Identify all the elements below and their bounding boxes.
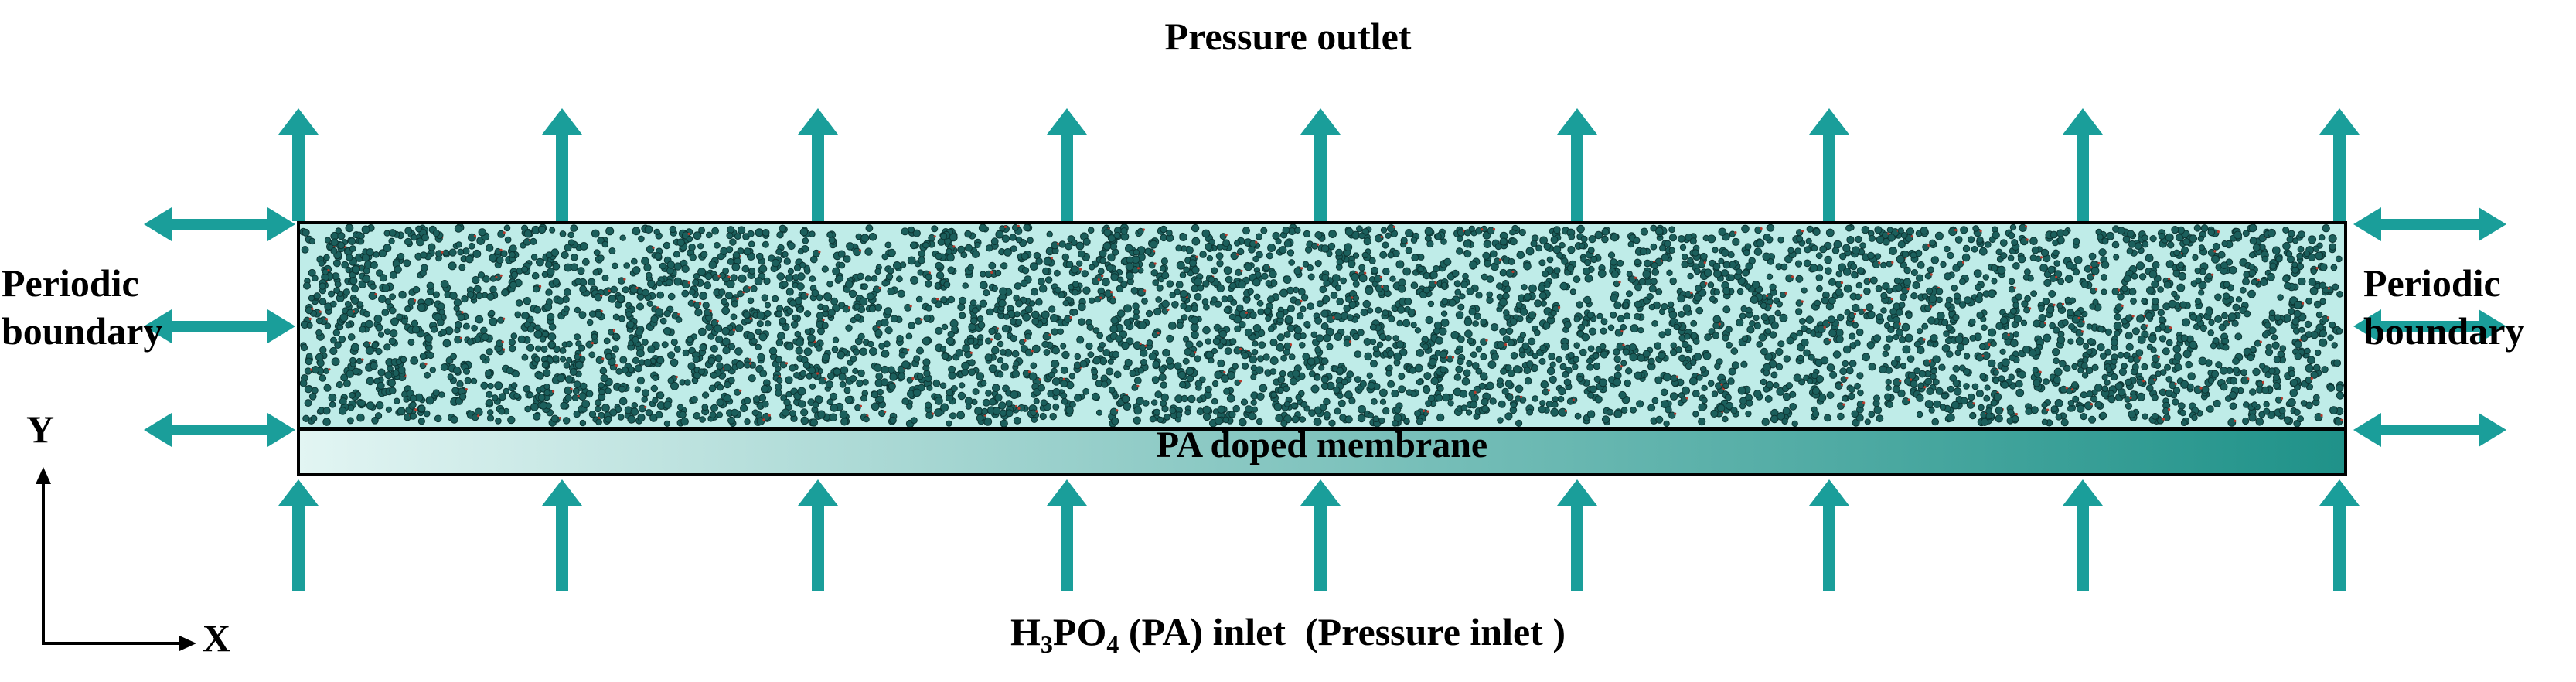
arrow-up-icon <box>2063 479 2103 591</box>
arrow-up-icon <box>798 108 838 221</box>
membrane-label: PA doped membrane <box>1156 425 1488 465</box>
arrow-up-icon <box>1557 479 1597 591</box>
outlet-arrows <box>278 108 2360 221</box>
arrow-up-icon <box>2319 479 2360 591</box>
arrow-up-icon <box>1300 479 1341 591</box>
double-arrow-icon <box>144 207 295 241</box>
right-label-line1: Periodic <box>2363 261 2501 305</box>
pressure-inlet-label: H3PO4 (PA) inlet (Pressure inlet ) <box>0 612 2576 656</box>
arrow-up-icon <box>1047 479 1087 591</box>
inlet-text: (PA) inlet (Pressure inlet ) <box>1119 610 1566 653</box>
right-label-line2: boundary <box>2363 309 2525 353</box>
double-arrow-icon <box>2353 309 2506 343</box>
arrow-up-icon <box>542 108 582 221</box>
inlet-arrows <box>278 479 2360 591</box>
arrow-up-icon <box>2063 108 2103 221</box>
left-label-line2: boundary <box>2 309 163 353</box>
pa-doped-membrane <box>297 428 2347 476</box>
right-periodic-boundary-label: Periodic boundary <box>2363 259 2524 355</box>
double-arrow-icon <box>144 413 295 447</box>
arrow-up-icon <box>1809 479 1849 591</box>
left-periodic-boundary-label: Periodic boundary <box>2 259 162 355</box>
formula-h: H <box>1010 610 1041 653</box>
double-arrow-icon <box>2353 413 2506 447</box>
left-periodic-arrows <box>144 207 295 447</box>
left-label-line1: Periodic <box>2 261 139 305</box>
axis-y-label: Y <box>26 407 55 451</box>
formula-sub-3: 3 <box>1040 630 1053 658</box>
right-periodic-arrows <box>2353 207 2506 447</box>
arrow-up-icon <box>1300 108 1341 221</box>
arrow-up-icon <box>542 479 582 591</box>
pressure-outlet-label: Pressure outlet <box>1164 15 1412 58</box>
arrow-up-icon <box>2319 108 2360 221</box>
arrow-up-icon <box>278 479 319 591</box>
formula-sub-4: 4 <box>1106 630 1119 658</box>
arrow-up-icon <box>1557 108 1597 221</box>
arrow-up-icon <box>278 108 319 221</box>
arrow-up-icon <box>1809 108 1849 221</box>
axis-icon <box>36 467 196 651</box>
axis-x-label: X <box>203 616 231 660</box>
particle-field <box>299 223 2345 428</box>
double-arrow-icon <box>144 309 295 343</box>
arrow-up-icon <box>1047 108 1087 221</box>
arrow-up-icon <box>798 479 838 591</box>
double-arrow-icon <box>2353 207 2506 241</box>
formula-po: PO <box>1052 610 1107 653</box>
